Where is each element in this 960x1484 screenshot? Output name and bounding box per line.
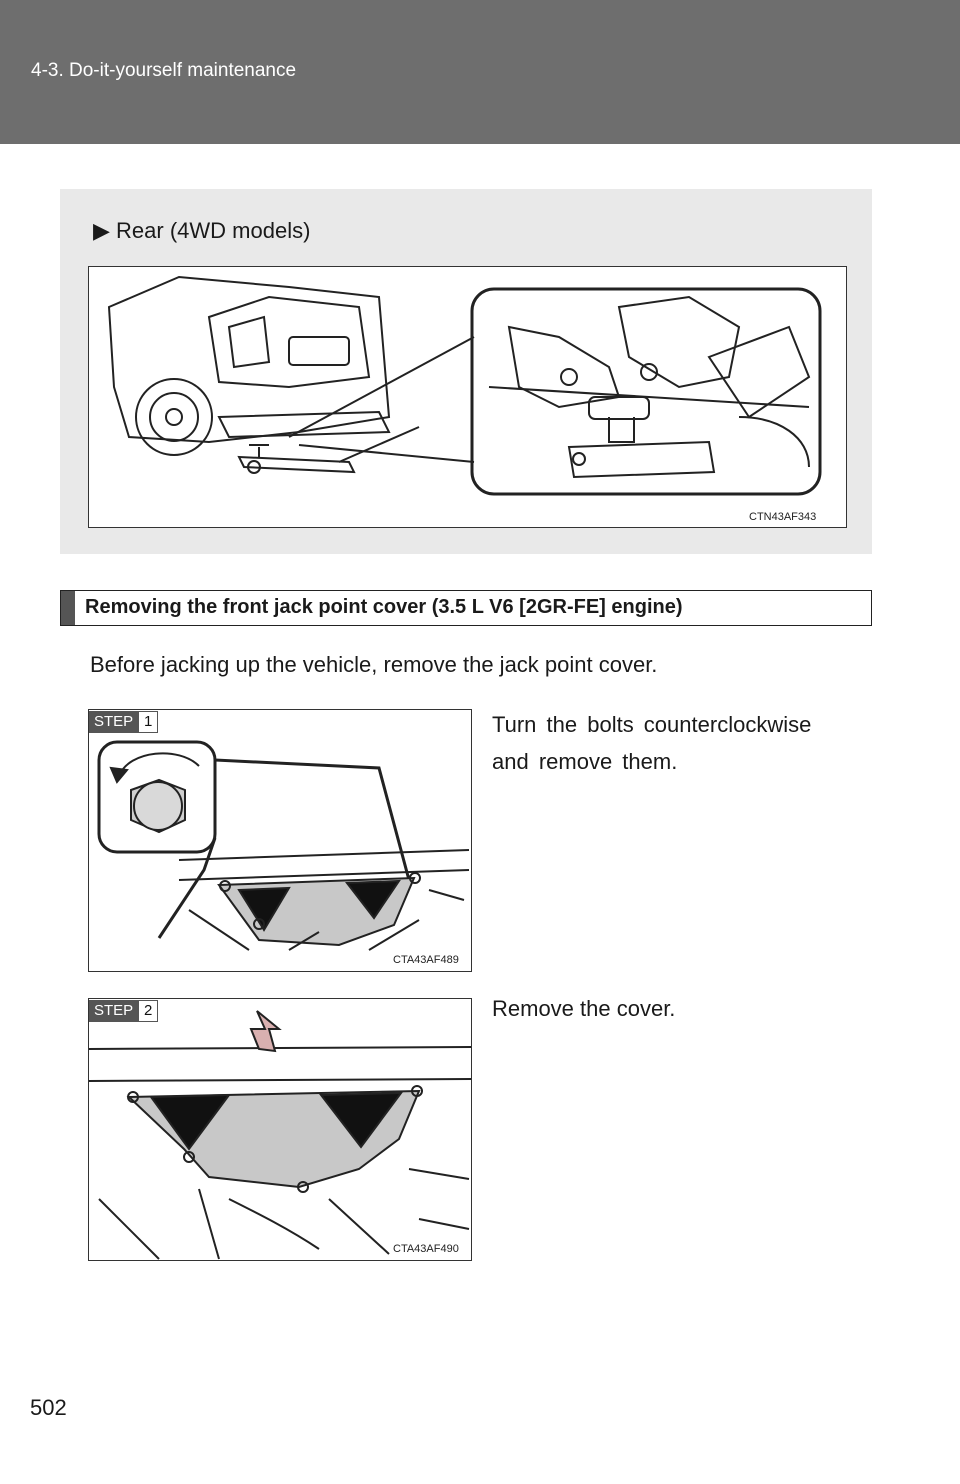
step1-badge: STEP 1 <box>89 711 159 733</box>
step2-text: Remove the cover. <box>492 996 676 1021</box>
page-number: 502 <box>30 1395 67 1420</box>
bolt-removal-illustration <box>97 740 470 951</box>
section-heading-text: Removing the front jack point cover (3.5… <box>85 596 683 618</box>
step2-figure: STEP 2 CTA43AF490 <box>88 998 472 1261</box>
page-header: 4-3. Do-it-yourself maintenance <box>0 0 960 144</box>
rear-jack-illustration <box>107 275 822 496</box>
intro-text: Before jacking up the vehicle, remove th… <box>90 652 658 677</box>
figure-code: CTN43AF343 <box>749 511 817 523</box>
section-title: 4-3. Do-it-yourself maintenance <box>31 60 297 81</box>
rear-jack-figure: CTN43AF343 <box>88 266 847 528</box>
heading-marker <box>61 591 75 625</box>
triangle-bullet-icon: ▶ <box>93 218 110 243</box>
step2-badge: STEP 2 <box>89 1000 159 1022</box>
figure-code: CTA43AF489 <box>393 954 459 966</box>
step1-text: Turn the bolts counterclockwise and remo… <box>492 712 812 774</box>
cover-removal-illustration <box>89 1010 471 1260</box>
figure-code: CTA43AF490 <box>393 1243 459 1255</box>
rear-label: ▶ Rear (4WD models) <box>93 218 311 243</box>
section-heading: Removing the front jack point cover (3.5… <box>60 590 872 626</box>
step1-figure: STEP 1 CTA43AF489 <box>88 709 472 972</box>
